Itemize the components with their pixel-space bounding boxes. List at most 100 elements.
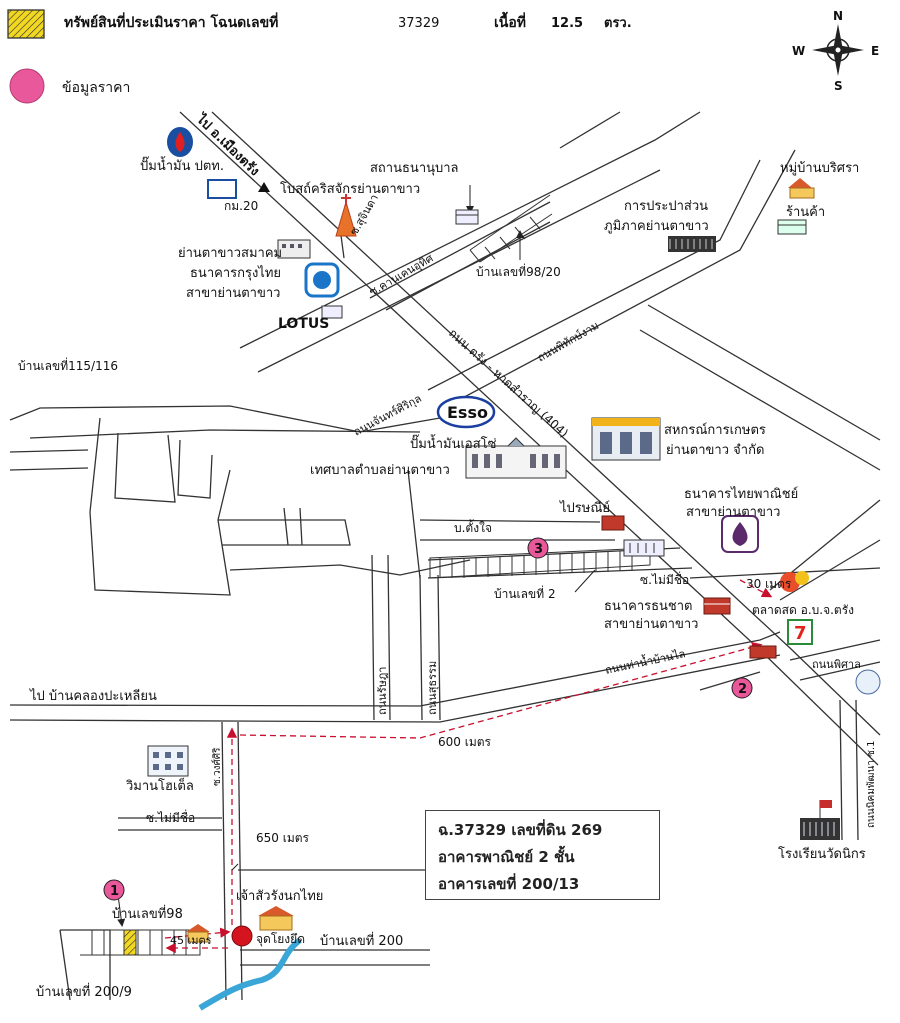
label-school: โรงเรียนวัดนิกร <box>778 846 866 862</box>
label-coop-2: ย่านตาขาว จำกัด <box>666 443 764 458</box>
label-chao-sua: เจ้าสัวรังนกไทย <box>236 888 323 904</box>
ktb-logo-icon <box>304 262 340 298</box>
label-house-98: บ้านเลขที่98 <box>112 905 183 922</box>
label-village: หมู่บ้านบริศรา <box>780 161 859 176</box>
label-house-200: บ้านเลขที่ 200 <box>320 932 403 949</box>
label-post: ไปรษณีย์ <box>559 500 610 516</box>
label-dist-650: 650 เมตร <box>256 831 310 845</box>
road-network <box>9 111 881 1001</box>
label-rd-tha-nam: ถนนท่าน้ำบ้านไล <box>604 645 687 677</box>
label-house-200-9: บ้านเลขที่ 200/9 <box>36 983 132 1000</box>
legend-price-info-label: ข้อมูลราคา <box>62 80 130 96</box>
info-building-type-line: อาคารพาณิชย์ 2 ชั้น <box>438 848 575 866</box>
esso-logo-icon: Esso <box>436 395 496 429</box>
price-marker-1-label: 1 <box>110 884 119 899</box>
label-scb-2: สาขาย่านตาขาว <box>686 505 780 520</box>
compass-n: N <box>833 9 843 23</box>
label-house-115: บ้านเลขที่115/116 <box>18 357 118 373</box>
label-soi-nonname-2: ซ.ไม่มีชื่อ <box>146 809 195 825</box>
canal <box>198 937 302 1011</box>
label-soi-wongsiri: ซ.วงศ์ศิริ <box>211 747 223 786</box>
thanachart-bank-icon <box>703 597 731 615</box>
price-marker-3-label: 3 <box>534 542 543 557</box>
waterworks-building-icon <box>668 236 716 252</box>
municipality-building-icon <box>465 437 567 479</box>
property-info-box: ฉ.37329 เลขที่ดิน 269 อาคารพาณิชย์ 2 ชั้… <box>425 810 660 900</box>
label-rd-sutham: ถนนสุธรรม <box>426 661 439 715</box>
chao-sua-shop-icon <box>258 906 294 931</box>
label-ktb-branch: สาขาย่านตาขาว <box>186 286 280 301</box>
compass-e: E <box>871 44 879 58</box>
label-b-tangjai: บ.ตั้งใจ <box>454 519 492 535</box>
price-marker-2-label: 2 <box>738 682 747 697</box>
tangjai-building-icon <box>623 539 665 557</box>
village-house-icon <box>788 178 815 199</box>
compass-w: W <box>792 44 805 58</box>
district-seal-icon <box>855 669 881 695</box>
label-dist-30: 30 เมตร <box>746 577 792 591</box>
svg-text:7: 7 <box>794 623 807 644</box>
shophouse-icon <box>749 645 777 659</box>
label-tmb-2: สาขาย่านตาขาว <box>604 617 698 632</box>
label-tmb-1: ธนาคารธนชาต <box>604 599 693 614</box>
label-rd-nikhom: ถนนนิคมพัฒนา ซ.1 <box>866 741 877 828</box>
pointer-lines <box>117 185 596 927</box>
label-esso: ปั๊มน้ำมันเอสโซ่ <box>410 434 497 452</box>
church-icon <box>335 194 357 237</box>
legend-subject-label: ทรัพย์สินที่ประเมินราคา โฉนดเลขที่ <box>64 12 278 31</box>
legend: ทรัพย์สินที่ประเมินราคา โฉนดเลขที่ 37329… <box>7 9 632 104</box>
label-dist-45: 45 เมตร <box>170 934 212 947</box>
esso-logo-text: Esso <box>447 403 488 422</box>
label-dist-600: 600 เมตร <box>438 735 492 749</box>
school-building-icon <box>800 800 840 840</box>
label-house-2: บ้านเลขที่ 2 <box>494 585 556 601</box>
start-point-marker <box>231 925 253 947</box>
label-waterworks-1: การประปาส่วน <box>624 199 708 214</box>
label-km20: กม.20 <box>224 199 258 213</box>
ptt-logo-icon <box>167 127 193 157</box>
compass-s: S <box>834 79 843 93</box>
km20-sign-icon <box>207 179 237 199</box>
label-soi-suchinda: ซ.สุจินดา <box>347 192 381 237</box>
label-lotus: LOTUS <box>278 316 329 332</box>
pawnshop-building-icon <box>455 209 479 225</box>
label-municipality: เทศบาลตำบลย่านตาขาว <box>310 463 450 478</box>
label-market-assoc: ย่านตาขาวสมาคม <box>178 246 282 261</box>
label-church: โบสถ์คริสจักรย่านตาขาว <box>280 181 420 197</box>
hotel-building-icon <box>147 745 189 777</box>
label-rd-phisan: ถนนพิศาล <box>812 658 861 671</box>
label-rd-ratsada: ถนนรัษฎา <box>376 667 389 715</box>
scb-logo-icon <box>721 515 759 553</box>
subject-legend-swatch <box>7 9 45 39</box>
shop-building-icon <box>777 219 807 235</box>
label-shop: ร้านค้า <box>786 205 825 220</box>
price-marker-3: 3 <box>527 537 549 559</box>
label-house-98-20: บ้านเลขที่98/20 <box>476 263 561 279</box>
km-marker-icon <box>258 182 270 192</box>
distance-routes <box>164 579 773 954</box>
house-98-icon <box>186 924 210 943</box>
price-marker-2: 2 <box>731 677 753 699</box>
label-ktb: ธนาคารกรุงไทย <box>190 265 281 281</box>
price-info-legend-icon <box>9 68 45 104</box>
label-nursing: สถานธนานุบาล <box>370 161 459 176</box>
label-rd-phitakngam: ถนนพิทักษ์งาม <box>535 319 601 365</box>
label-waterworks-2: ภูมิภาคย่านตาขาว <box>604 219 709 234</box>
legend-area-label: เนื้อที่ <box>494 11 526 31</box>
coop-building-icon <box>591 417 661 461</box>
seven-eleven-icon: 7 <box>787 619 813 645</box>
label-scb-1: ธนาคารไทยพาณิชย์ <box>684 486 798 502</box>
market-association-building-icon <box>277 239 311 259</box>
label-to-klong: ไป บ้านคลองปะเหลียน <box>29 688 157 704</box>
legend-deed-no: 37329 <box>398 16 439 31</box>
info-deed-line: ฉ.37329 เลขที่ดิน 269 <box>438 821 603 839</box>
info-building-no-line: อาคารเลขที่ 200/13 <box>438 875 580 893</box>
label-start-point: จุดโยงยึด <box>256 932 305 947</box>
label-soi-kanchanawithi: ซ.คานเคนอุทิศ <box>367 252 435 299</box>
legend-area-value: 12.5 <box>551 16 583 31</box>
label-market: ตลาดสด อ.บ.จ.ตรัง <box>752 603 854 617</box>
label-soi-nonname-1: ซ.ไม่มีชื่อ <box>640 571 689 587</box>
subject-property-plot <box>123 929 137 956</box>
legend-area-unit: ตรว. <box>604 16 632 31</box>
